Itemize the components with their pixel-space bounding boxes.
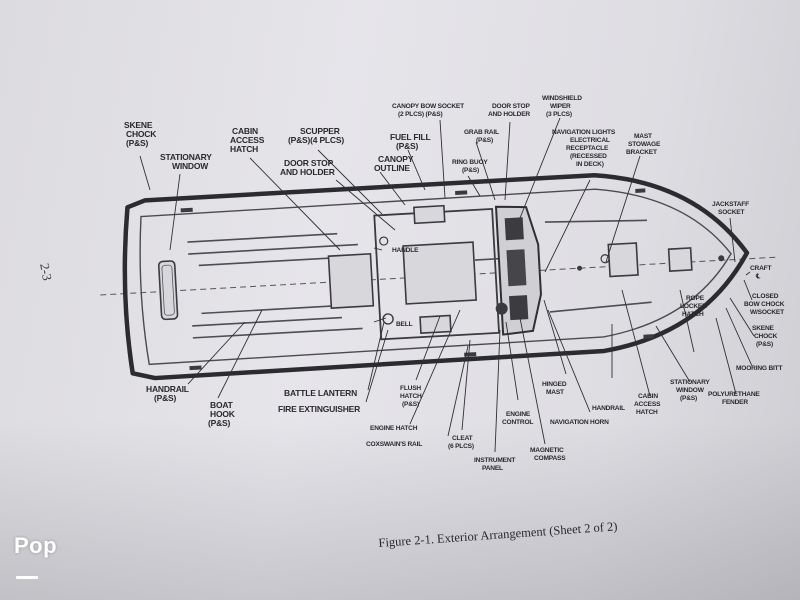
label-handrail-left: HANDRAIL (P&S) <box>146 384 191 403</box>
boat-plan-view <box>100 172 780 381</box>
cabin-access-hatch-aft <box>327 252 375 309</box>
label-skene-chock-left: SKENE CHOCK (P&S) <box>124 120 158 148</box>
label-fire-extinguisher: FIRE EXTINGUISHER <box>278 404 360 414</box>
label-door-stop-holder-right: DOOR STOP AND HOLDER <box>488 103 531 118</box>
stern-window-inner <box>161 264 175 316</box>
label-cabin-access-hatch-left: CABIN ACCESS HATCH <box>230 126 266 154</box>
label-engine-hatch: ENGINE HATCH <box>370 425 418 432</box>
page-number: 2-3 <box>37 262 56 282</box>
windshield-pane-3 <box>509 295 529 321</box>
cabin-access-hatch-fwd <box>607 242 639 278</box>
label-bell: BELL <box>396 321 413 328</box>
cleat-2 <box>189 365 202 371</box>
handrail-port-3 <box>198 257 329 267</box>
label-hinged-mast: HINGED MAST <box>542 381 568 396</box>
label-handrail-right: HANDRAIL <box>592 405 625 412</box>
label-stationary-window-right: STATIONARY WINDOW (P&S) <box>670 379 711 402</box>
cleat-6 <box>643 334 654 339</box>
foredeck-rail-stbd <box>549 301 652 313</box>
callout-labels: SKENE CHOCK (P&S) STATIONARY WINDOW CABI… <box>124 95 786 472</box>
label-jackstaff-socket: JACKSTAFF SOCKET <box>712 201 751 216</box>
label-cabin-access-hatch-right: CABIN ACCESS HATCH <box>634 393 662 416</box>
label-handle: HANDLE <box>392 247 419 254</box>
label-stationary-window-left: STATIONARY WINDOW <box>160 152 214 171</box>
mast-stowage-bracket <box>600 254 610 264</box>
label-craft: CRAFT ℄ <box>750 265 773 280</box>
cleat-5 <box>635 188 646 193</box>
jackstaff-socket-dot <box>718 255 725 262</box>
label-boat-hook: BOAT HOOK (P&S) <box>208 400 237 428</box>
handrail-stbd-2 <box>192 327 363 339</box>
handrail-stbd-3 <box>201 305 332 315</box>
label-mast-stowage-bracket: MAST STOWAGE BRACKET <box>626 133 662 156</box>
label-engine-control: ENGINE CONTROL <box>502 411 533 426</box>
label-canopy-bow-socket: CANOPY BOW SOCKET (2 PLCS) (P&S) <box>392 103 466 118</box>
engine-hatch <box>402 241 478 305</box>
label-flush-hatch: FLUSH HATCH (P&S) <box>400 385 423 408</box>
label-grab-rail: GRAB RAIL (P&S) <box>464 129 500 144</box>
label-polyurethane-fender: POLYURETHANE FENDER <box>708 391 761 406</box>
label-navigation-horn: NAVIGATION HORN <box>550 419 609 426</box>
label-windshield-wiper: WINDSHIELD WIPER (3 PLCS) <box>542 95 583 118</box>
handrail-stbd-1 <box>192 316 342 327</box>
cleat-4 <box>464 352 477 357</box>
label-ring-buoy: RING BUOY (P&S) <box>452 159 489 174</box>
handle-marker <box>379 236 389 246</box>
flush-hatch-stbd <box>419 314 452 334</box>
label-instrument-panel: INSTRUMENT PANEL <box>474 457 517 472</box>
engine-control-knob <box>495 302 508 315</box>
windshield-pane-1 <box>504 217 524 241</box>
watermark-underline <box>16 576 38 579</box>
windshield-pane-2 <box>506 249 527 287</box>
label-skene-chock-right: SKENE CHOCK (P&S) <box>752 325 779 348</box>
cleat-1 <box>180 207 193 213</box>
stern-window <box>157 260 179 321</box>
deck-edge <box>139 188 732 366</box>
label-canopy-outline: CANOPY OUTLINE <box>374 154 415 173</box>
cleat-3 <box>455 190 468 196</box>
coxswain-rail-bar <box>474 257 499 261</box>
hull-outline <box>122 172 750 381</box>
flush-hatch-port <box>413 204 446 225</box>
label-battle-lantern: BATTLE LANTERN <box>284 388 357 398</box>
label-door-stop-holder-left: DOOR STOP AND HOLDER <box>280 158 335 177</box>
handrail-port-2 <box>188 243 358 255</box>
label-rope-locker-hatch: ROPE LOCKER HATCH <box>680 295 708 318</box>
leader-lines <box>139 117 755 453</box>
handrail-port-1 <box>187 232 338 243</box>
label-coxswains-rail: COXSWAIN'S RAIL <box>366 441 422 448</box>
label-scupper: SCUPPER (P&S)(4 PLCS) <box>288 126 344 145</box>
label-navigation-lights: NAVIGATION LIGHTS ELECTRICAL RECEPTACLE … <box>552 129 617 168</box>
label-mooring-bitt: MOORING BITT <box>736 365 782 372</box>
label-closed-bow-chock: CLOSED BOW CHOCK W/SOCKET <box>744 293 786 316</box>
pop-watermark-logo: Pop <box>14 533 58 558</box>
rope-locker-hatch <box>667 247 693 272</box>
label-magnetic-compass: MAGNETIC COMPASS <box>530 447 566 462</box>
nav-light-receptacle <box>577 265 583 271</box>
label-cleat: CLEAT (6 PLCS) <box>448 435 474 450</box>
label-fuel-fill: FUEL FILL (P&S) <box>390 132 433 151</box>
foredeck-rail-port <box>544 219 648 223</box>
